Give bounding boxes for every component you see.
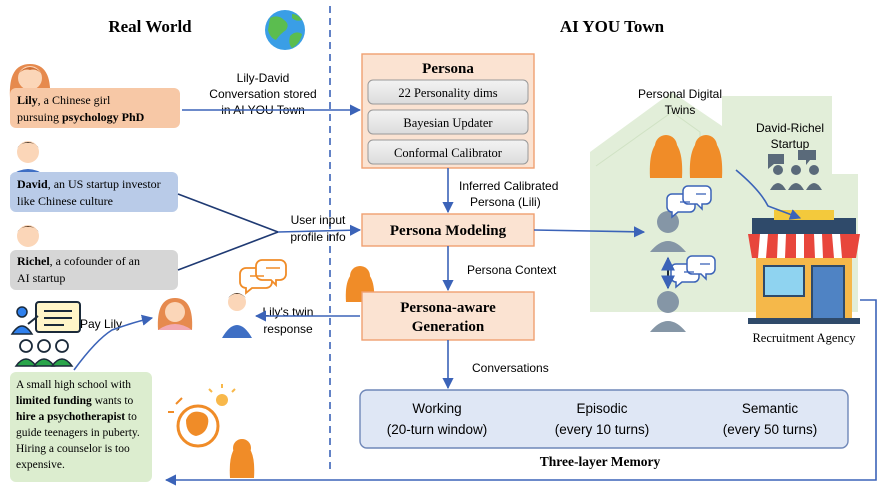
lily-desc-1: , a Chinese girl xyxy=(38,93,111,107)
conv-label-1: Lily-David xyxy=(237,71,290,85)
school-note-line-2: wants to xyxy=(92,395,134,407)
memory-title: Three-layer Memory xyxy=(540,454,661,469)
memory-layer-1-name: Episodic xyxy=(576,401,627,416)
memory-layer-2-detail: (every 50 turns) xyxy=(723,422,818,437)
david-avatar xyxy=(10,141,46,176)
generation-title-1: Persona-aware xyxy=(400,300,496,316)
richel-desc-1: , a cofounder of an xyxy=(50,254,140,268)
school-note-bold-1: limited funding xyxy=(16,395,92,407)
inferred-label-2: Persona (Lili) xyxy=(470,195,541,209)
school-note-line-6: expensive. xyxy=(16,459,65,471)
memory-layer-0-name: Working xyxy=(412,401,461,416)
twin-chat-bubbles-icon xyxy=(666,185,716,289)
david-card xyxy=(10,172,178,212)
startup-meeting-icon xyxy=(768,150,822,190)
twins-label-1: Personal Digital xyxy=(638,87,722,101)
lily-small-avatar xyxy=(157,298,193,330)
memory-layer-2-name: Semantic xyxy=(742,401,799,416)
richel-name: Richel xyxy=(17,254,50,268)
richel-desc-2: AI startup xyxy=(17,271,65,285)
lily-desc-bold: psychology PhD xyxy=(62,110,145,124)
svg-text:pursuing psychology PhD: pursuing psychology PhD xyxy=(17,110,145,124)
persona-item-0: 22 Personality dims xyxy=(398,86,497,100)
memory-layer-1-detail: (every 10 turns) xyxy=(555,422,650,437)
memory-layer-0-detail: (20-turn window) xyxy=(387,422,488,437)
persona-item-box-0 xyxy=(367,79,529,105)
svg-text:David, an US startup investor: David, an US startup investor xyxy=(17,177,161,191)
twin-response-label-2: response xyxy=(263,322,313,336)
chat-bubbles-icon xyxy=(239,259,287,295)
david-desc-1: , an US startup investor xyxy=(48,177,161,191)
real-world-title: Real World xyxy=(108,17,192,36)
memory-box xyxy=(359,389,849,449)
svg-text:limited funding wants to: limited funding wants to xyxy=(16,395,134,407)
arrow-modeling-to-twins xyxy=(533,226,646,238)
lily-name: Lily xyxy=(17,93,38,107)
persona-item-box-1 xyxy=(367,109,529,135)
svg-text:Richel, a cofounder of an: Richel, a cofounder of an xyxy=(17,254,140,268)
agency-label: Recruitment Agency xyxy=(752,331,856,345)
twin-response-label-1: Lily's twin xyxy=(263,305,314,319)
school-note-line-4: guide teenagers in puberty. xyxy=(16,427,140,439)
persona-modeling-box xyxy=(361,213,535,247)
conv-label-2: Conversation stored xyxy=(209,87,316,101)
svg-text:Lily, a Chinese girl: Lily, a Chinese girl xyxy=(17,93,111,107)
persona-item-box-2 xyxy=(367,139,529,165)
arrow-agency-to-school xyxy=(164,299,877,486)
lily-twin-avatar xyxy=(222,293,252,338)
richel-card xyxy=(10,250,178,290)
pay-lily-label: Pay Lily xyxy=(80,317,122,331)
user-input-label-1: User input xyxy=(291,213,346,227)
arrow-startup-to-agency xyxy=(735,169,802,220)
user-input-label-2: profile info xyxy=(290,230,346,244)
school-note-line-1: A small high school with xyxy=(16,379,131,391)
persona-title: Persona xyxy=(422,61,474,77)
svg-text:hire a psychotherapist to: hire a psychotherapist to xyxy=(16,411,137,423)
twin-figure-bottom xyxy=(650,291,686,332)
generation-title-2: Generation xyxy=(412,319,485,335)
persona-item-1: Bayesian Updater xyxy=(403,116,493,130)
globe-icon xyxy=(265,10,305,50)
classroom-icon xyxy=(10,301,81,367)
arrow-pay-lily xyxy=(73,314,154,371)
recruitment-agency-icon xyxy=(748,210,860,324)
lily-card xyxy=(10,88,180,128)
persona-modeling-title: Persona Modeling xyxy=(390,223,507,239)
conversations-label: Conversations xyxy=(472,361,549,375)
persona-item-2: Conformal Calibrator xyxy=(394,146,503,160)
lily-desc-2: pursuing xyxy=(17,110,62,124)
orange-silhouette-bottom xyxy=(229,439,255,478)
school-note-card xyxy=(10,372,152,482)
persona-context-label: Persona Context xyxy=(467,263,557,277)
twins-label-2: Twins xyxy=(665,103,696,117)
user-input-lines xyxy=(177,193,362,271)
david-name: David xyxy=(17,177,48,191)
startup-label-2: Startup xyxy=(771,137,810,151)
idea-brain-icon xyxy=(168,384,236,448)
school-note-line-5: Hiring a counselor is too xyxy=(16,443,130,455)
flow-arrows xyxy=(73,104,877,486)
school-note-bold-2: hire a psychotherapist xyxy=(16,411,125,423)
inferred-label-1: Inferred Calibrated xyxy=(459,179,558,193)
ai-town-title: AI YOU Town xyxy=(560,17,665,36)
school-note-line-3: to xyxy=(125,411,137,423)
digital-twin-silhouettes xyxy=(649,135,723,178)
david-desc-2: like Chinese culture xyxy=(17,194,113,208)
startup-label-1: David-Richel xyxy=(756,121,824,135)
